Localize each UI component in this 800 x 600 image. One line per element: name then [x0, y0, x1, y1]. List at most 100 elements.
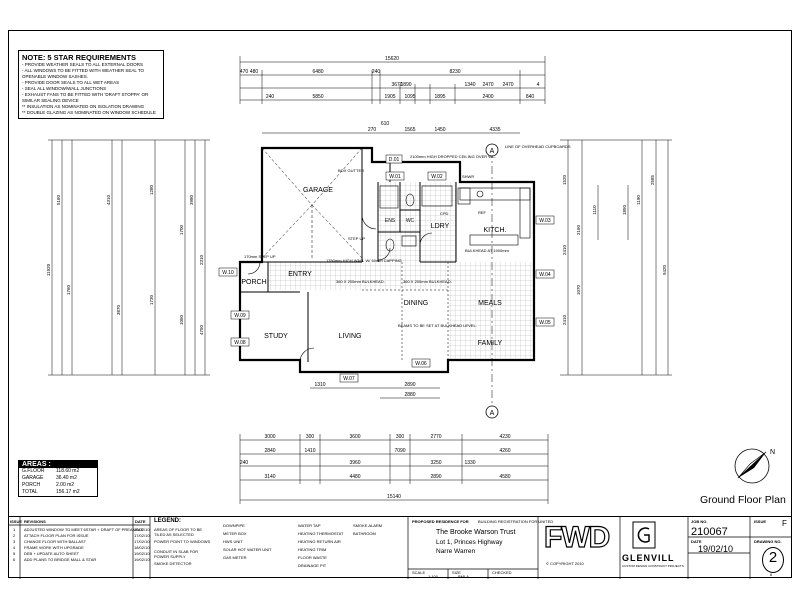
- dim-text: 9420: [662, 264, 667, 275]
- dim-text: 3960: [349, 460, 360, 466]
- room-labels: GARAGE PORCH ENTRY STUDY LIVING DINING M…: [241, 187, 506, 347]
- right-dimension-lines: [560, 139, 672, 376]
- dim-text: 1890: [400, 82, 411, 88]
- floor-plan: 15620 470 480 6480 240 3670 8230 2470 4 …: [46, 56, 672, 504]
- room-label-kitch: KITCH.: [484, 227, 507, 234]
- left-dimension-text: 11920 5160 1760 4310 3870 1280 1730 1700…: [46, 184, 204, 335]
- rev-number: 2: [13, 533, 16, 538]
- dim-text: 4: [537, 82, 540, 88]
- window-tag: W.09: [234, 313, 246, 319]
- dim-text: 470: [240, 69, 249, 75]
- tiled-areas: [268, 182, 534, 360]
- annotation: BULKHEAD AT 1900mm: [465, 248, 510, 253]
- dim-text: 1905: [384, 94, 395, 100]
- window-tag: W.08: [234, 340, 246, 346]
- window-tag: W.01: [389, 174, 401, 180]
- dim-text: 2890: [404, 382, 415, 388]
- dim-text: 3140: [264, 474, 275, 480]
- dim-text: 2410: [562, 244, 567, 255]
- dim-text: 3980: [189, 194, 194, 205]
- dim-text: 1330: [464, 460, 475, 466]
- dim-text: 1520: [562, 174, 567, 185]
- size-label: SIZE: [452, 570, 461, 575]
- dim-text: 2400: [482, 94, 493, 100]
- dim-text: 1070: [576, 284, 581, 295]
- dim-text: 3000: [264, 434, 275, 440]
- garage-roof-lines: [261, 147, 363, 259]
- project-suburb: Narre Warren: [436, 548, 476, 555]
- rev-date: 17/02/10: [134, 539, 150, 544]
- drawing-title: Ground Floor Plan: [700, 494, 786, 506]
- kitchen-fittings: [457, 187, 531, 246]
- project-label: PROPOSED RESIDENCE FOR: [412, 519, 469, 524]
- issue-label: ISSUE: [754, 519, 767, 524]
- top-dimension-lines: [239, 56, 546, 134]
- notes-line: - PROVIDE DOOR SEALS TO ALL WET AREAS: [22, 80, 120, 85]
- notes-line: - EXHAUST FANS TO BE FITTED WITH 'DRAFT …: [22, 92, 149, 103]
- rev-desc: ADD PLANS TO BRIDGE MALL & STAR: [24, 557, 97, 562]
- annotation: REF: [478, 210, 487, 215]
- drawing-sheet-border: [8, 30, 792, 578]
- door-swings: [247, 214, 433, 363]
- rev-number: 6: [13, 557, 16, 562]
- dim-text: 4335: [489, 127, 500, 133]
- dim-text: 1410: [304, 448, 315, 454]
- room-label-dining: DINING: [404, 300, 429, 307]
- room-label-porch: PORCH: [241, 279, 266, 286]
- sheet-count: 6: [770, 572, 773, 577]
- dim-text: 1050: [179, 314, 184, 325]
- area-value: 156.17 m2: [56, 489, 80, 495]
- date-value: 19/02/10: [698, 544, 734, 554]
- annotation: 360 X 200mm BULKHEAD.: [403, 279, 452, 284]
- glenvill-logo-icon: [632, 521, 656, 549]
- issue-value: F: [782, 519, 787, 528]
- area-value: 36.40 m2: [56, 475, 77, 481]
- room-label-wc: WC: [406, 218, 415, 224]
- dim-text: 1850: [622, 204, 627, 215]
- legend-item: BATHROOM: [353, 531, 376, 536]
- dim-text: 240: [240, 460, 249, 466]
- title-block: ISSUE REVISIONS DATE 1 ADJUSTED WINDOW T…: [8, 516, 792, 579]
- area-value: 118.60 m2: [56, 468, 80, 474]
- rev-desc: ADJUSTED WINDOW TO MEET 6STAR + DRAFT OF…: [24, 527, 144, 532]
- dim-text: 2770: [430, 434, 441, 440]
- date-label: DATE: [691, 539, 702, 544]
- dim-text: 3250: [430, 460, 441, 466]
- notes-line: ** DOUBLE GLAZING AS NOMINATED ON WINDOW…: [22, 110, 156, 115]
- rev-head: ISSUE: [10, 519, 23, 524]
- dim-text: 1565: [404, 127, 415, 133]
- annotation: 2100mm HIGH DROPPED CEILING OVER WC.: [410, 154, 496, 159]
- dim-text: 2840: [264, 448, 275, 454]
- drawing-no: 2: [762, 547, 784, 573]
- left-dimension-lines: [48, 139, 210, 376]
- notes-line: - PROVIDE WEATHER SEALS TO ALL EXTERNAL …: [22, 62, 143, 67]
- dim-text: 300: [396, 434, 405, 440]
- section-label: A: [490, 148, 495, 155]
- legend-item: HEATING THERMOSTAT: [298, 531, 344, 536]
- section-marker-a: [485, 143, 499, 157]
- dim-text: 4310: [106, 194, 111, 205]
- dim-text: 4260: [499, 448, 510, 454]
- room-label-ldry: LDRY: [431, 223, 450, 230]
- annotation: SHWR: [462, 174, 474, 179]
- window-tag: W.06: [415, 361, 427, 367]
- rev-number: 3: [13, 539, 16, 544]
- notes-line: - SEAL ALL WINDOW/WALL JUNCTIONS: [22, 86, 107, 91]
- legend-title: LEGEND:: [154, 518, 181, 524]
- window-tag: W.05: [539, 320, 551, 326]
- dim-text: 15620: [385, 56, 399, 62]
- section-markers: A A: [485, 143, 499, 419]
- dim-text: 4580: [499, 474, 510, 480]
- notes-title: NOTE: 5 STAR REQUIREMENTS: [22, 53, 137, 62]
- room-label-living: LIVING: [339, 333, 362, 340]
- rev-date: 17/02/10: [134, 533, 150, 538]
- fwd-logo: FWD: [543, 520, 611, 554]
- legend-item: DOWNPIPE: [223, 523, 245, 528]
- project-name: The Brooke Warson Trust: [436, 529, 516, 536]
- room-label-meals: MEALS: [478, 300, 502, 307]
- section-label: A: [490, 410, 495, 417]
- dim-text: 1700: [179, 224, 184, 235]
- rev-desc: ATTACH FLOOR PLAN FOR ISSUE: [24, 533, 89, 538]
- annotation: STEP UP: [348, 236, 365, 241]
